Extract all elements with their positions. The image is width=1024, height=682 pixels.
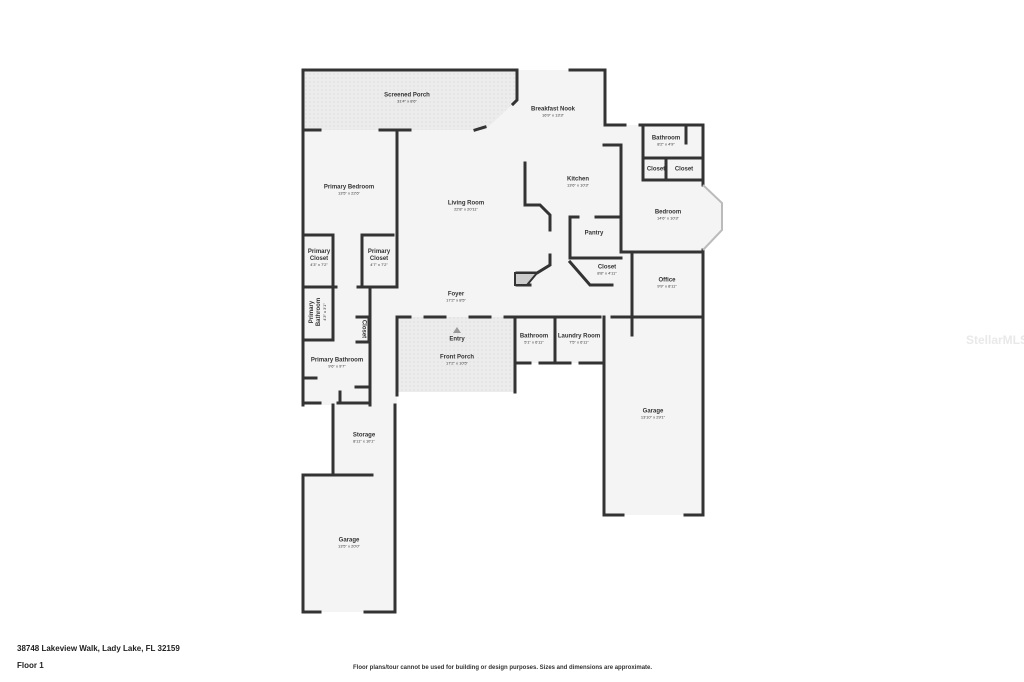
room-name: Entry (449, 336, 465, 343)
bay-window (702, 184, 723, 251)
room-dimensions: 8'8" x 4'11" (597, 270, 617, 276)
room-dimensions: 17'2" x 10'5" (446, 360, 468, 366)
room-dimensions: 16'9" x 13'3" (542, 112, 564, 118)
room-name: Primary Bathroom (310, 357, 364, 364)
room-dimensions: 4'3" x 3'1" (321, 303, 327, 321)
room-name: Screened Porch (384, 92, 430, 99)
room-name: Primary Bedroom (323, 184, 375, 191)
room-name: Closet (674, 166, 694, 173)
room-dimensions: 31'4" x 8'6" (397, 98, 417, 104)
room-dimensions: 5'1" x 6'11" (524, 339, 544, 345)
room-name: Closet (646, 166, 666, 173)
room-dimensions: 8'11" x 10'1" (353, 438, 375, 444)
room-name: Foyer (447, 291, 465, 298)
room-name: Closet (597, 264, 617, 271)
room-dimensions: 17'2" x 8'5" (446, 297, 466, 303)
room-name: Primary Bathroom (308, 297, 322, 327)
room-name: Storage (352, 432, 376, 439)
room-dimensions: 13'6" x 10'3" (567, 182, 589, 188)
fireplace (514, 272, 540, 286)
room-dimensions: 8'2" x 4'9" (657, 141, 675, 147)
room-name: Bathroom (651, 135, 681, 142)
walls (301, 68, 705, 614)
room-closet-d: Closet (360, 319, 367, 339)
disclaimer: Floor plans/tour cannot be used for buil… (353, 665, 653, 671)
room-dimensions: 4'7" x 7'2" (370, 261, 388, 267)
watermark-logo: StellarMLS (966, 333, 1024, 347)
room-name: Living Room (447, 200, 485, 207)
room-name: Bedroom (654, 209, 682, 216)
floor-label: Floor 1 (17, 661, 44, 670)
room-dimensions: 9'9" x 8'11" (657, 283, 677, 289)
screened-porch-floor (303, 70, 517, 130)
room-name: Breakfast Nook (530, 106, 576, 113)
room-dimensions: 4'3" x 7'2" (310, 261, 328, 267)
room-name: Garage (642, 408, 664, 415)
room-name: Front Porch (440, 354, 474, 361)
room-pantry: Pantry (585, 231, 604, 238)
room-name: Office (658, 277, 676, 284)
room-dimensions: 13'5" x 20'0" (338, 543, 360, 549)
room-dimensions: 13'10" x 29'1" (640, 414, 666, 420)
floor-fill (303, 70, 722, 612)
room-entry: Entry (449, 337, 464, 344)
room-dimensions: 9'6" x 9'7" (328, 363, 346, 369)
room-closet-a: Closet (647, 167, 665, 174)
room-name: Laundry Room (557, 333, 601, 340)
room-name: Bathroom (519, 333, 549, 340)
entry-arrow-icon (453, 327, 461, 333)
room-name: Pantry (584, 230, 604, 237)
room-dimensions: 14'6" x 10'3" (657, 215, 679, 221)
room-dimensions: 22'8" x 20'11" (454, 206, 478, 212)
room-name: Primary Closet (307, 248, 331, 262)
property-address: 38748 Lakeview Walk, Lady Lake, FL 32159 (17, 644, 180, 653)
room-name: Garage (338, 537, 360, 544)
room-name: Kitchen (566, 176, 590, 183)
room-name: Primary Closet (367, 248, 391, 262)
room-dimensions: 7'5" x 6'11" (569, 339, 589, 345)
room-name: Closet (360, 319, 367, 339)
room-dimensions: 13'5" x 22'6" (338, 190, 360, 196)
room-closet-b: Closet (675, 167, 693, 174)
